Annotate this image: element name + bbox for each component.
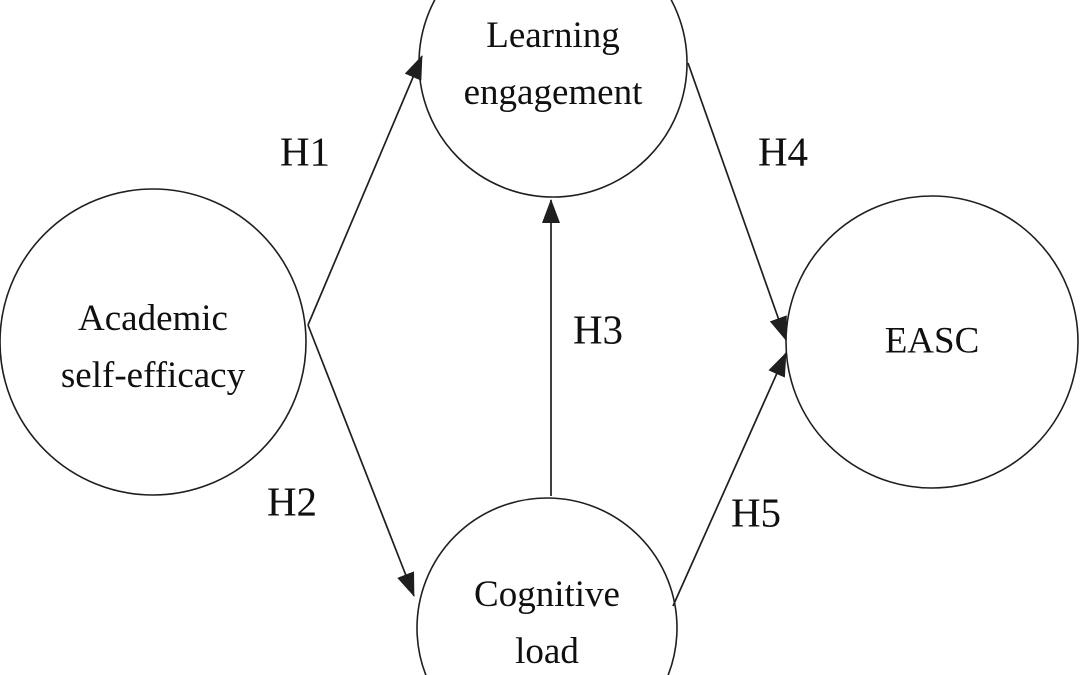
- node-label-line: load: [515, 631, 579, 672]
- edge-arrow-h2: [307, 324, 415, 597]
- edge-label-h2: H2: [266, 478, 318, 525]
- edge-label-h5: H5: [730, 489, 782, 536]
- edge-arrow-h5: [672, 352, 787, 607]
- edge-label-h1: H1: [279, 128, 331, 175]
- edge-label-h4: H4: [757, 128, 809, 175]
- edge-arrow-h1: [307, 55, 423, 326]
- node-label-line: engagement: [463, 72, 643, 113]
- node-label-cognitive-load: Cognitive load: [474, 566, 620, 675]
- node-label-learning-engagement: Learning engagement: [464, 7, 643, 121]
- edge-label-h3: H3: [572, 306, 624, 353]
- node-label-line: EASC: [884, 320, 980, 362]
- node-label-easc: EASC: [885, 313, 980, 370]
- node-label-line: self-efficacy: [60, 355, 246, 396]
- node-circle-easc: [785, 195, 1079, 489]
- node-label-line: Cognitive: [474, 574, 620, 615]
- node-label-line: Academic: [78, 298, 228, 339]
- edge-arrow-h4: [687, 62, 787, 341]
- node-circle-academic-self-efficacy: [0, 188, 307, 496]
- node-label-line: Learning: [486, 15, 620, 56]
- node-circle-cognitive-load: [416, 497, 678, 675]
- node-label-academic-self-efficacy: Academic self-efficacy: [61, 290, 245, 404]
